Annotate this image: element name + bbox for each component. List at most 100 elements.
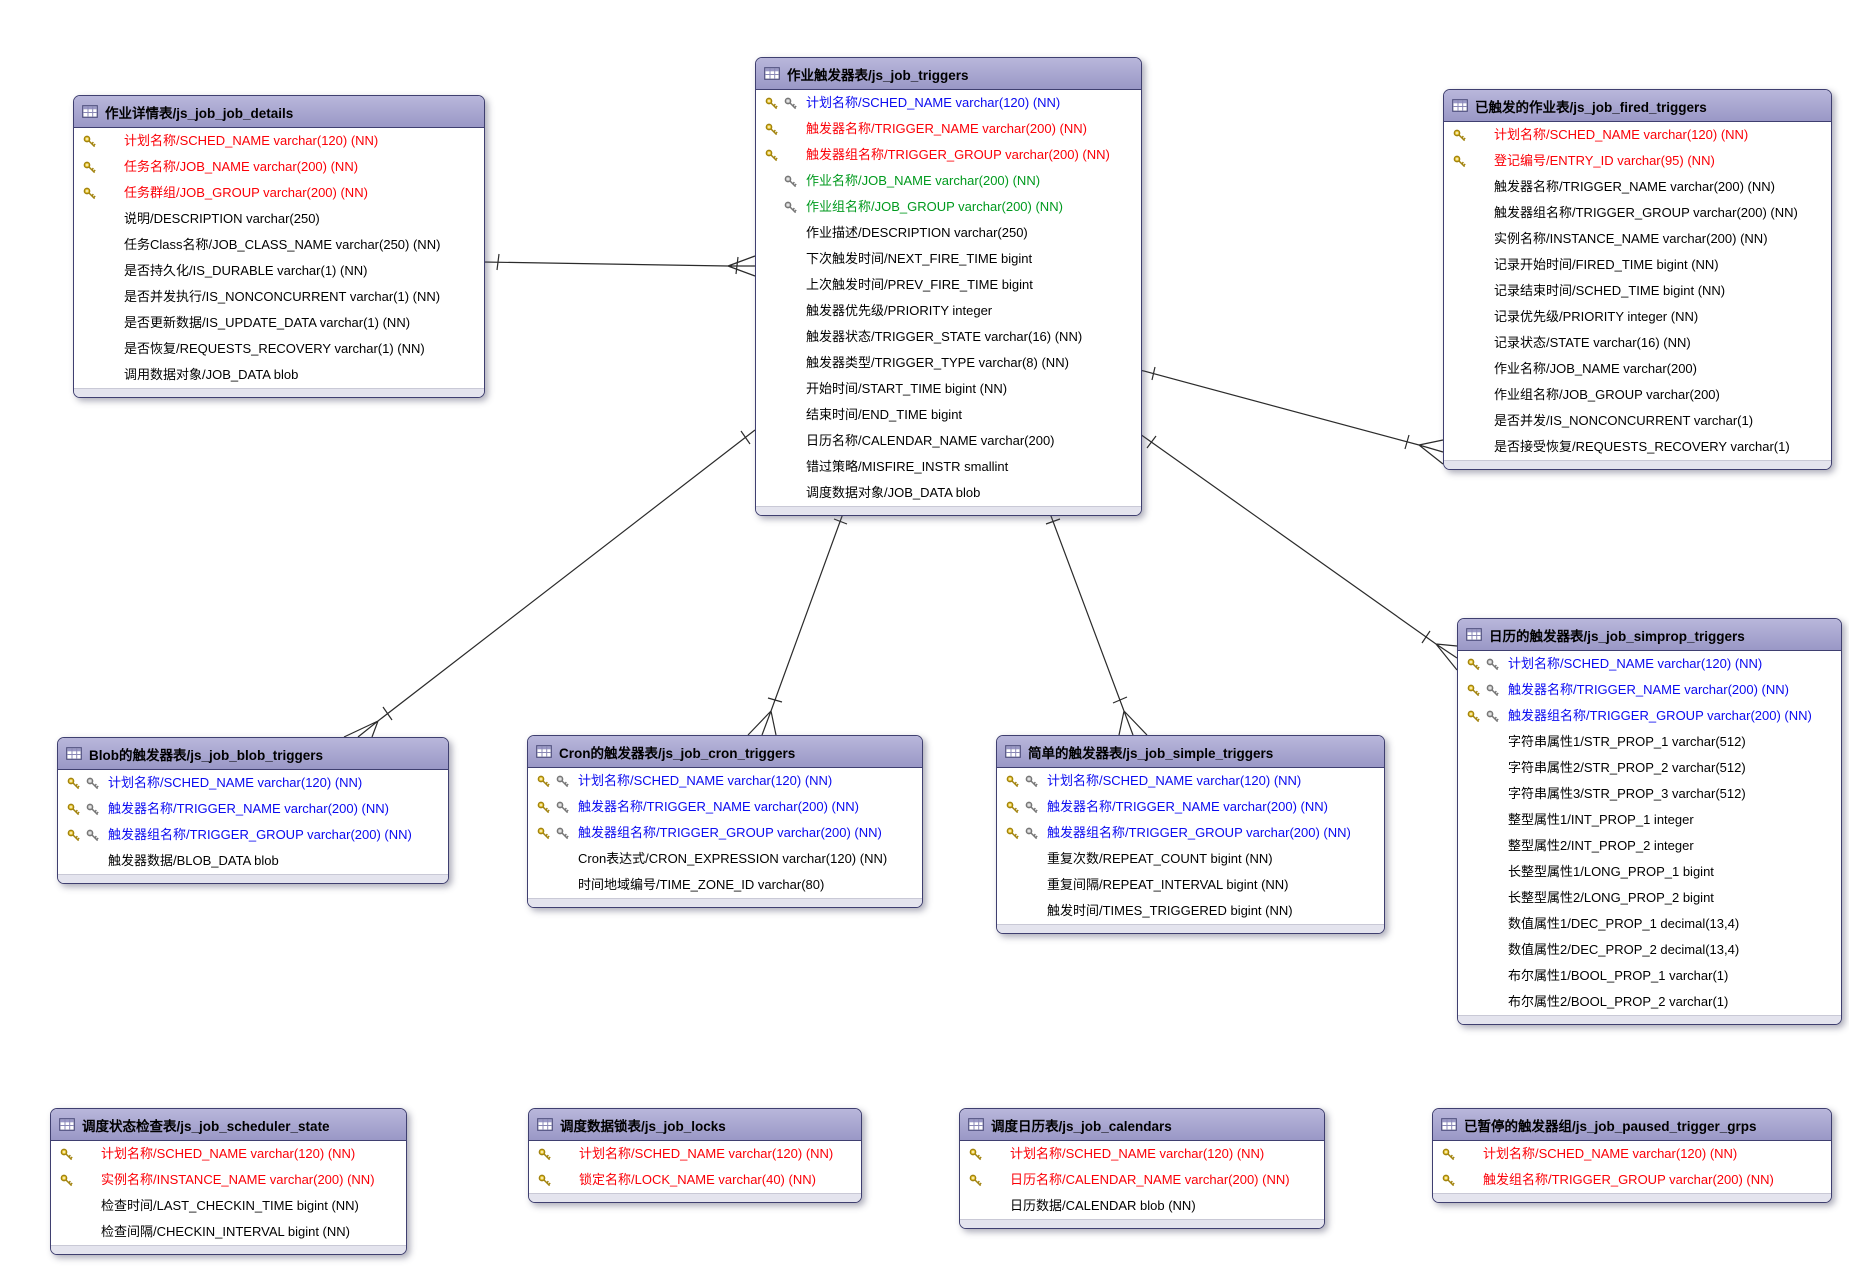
table-field[interactable]: 作业组名称/JOB_GROUP varchar(200) — [1444, 382, 1831, 408]
table-field[interactable]: 计划名称/SCHED_NAME varchar(120) (NN) — [1458, 651, 1841, 677]
table-field[interactable]: 计划名称/SCHED_NAME varchar(120) (NN) — [1444, 122, 1831, 148]
relationship-triggers-fired-triggers[interactable] — [1139, 366, 1444, 465]
table-field[interactable]: 计划名称/SCHED_NAME varchar(120) (NN) — [529, 1141, 861, 1167]
table-field[interactable]: 任务Class名称/JOB_CLASS_NAME varchar(250) (N… — [74, 232, 484, 258]
table-header[interactable]: 简单的触发器表/js_job_simple_triggers — [997, 736, 1384, 768]
table-field[interactable]: 计划名称/SCHED_NAME varchar(120) (NN) — [1433, 1141, 1831, 1167]
table-field[interactable]: 触发时间/TIMES_TRIGGERED bigint (NN) — [997, 898, 1384, 924]
table-field[interactable]: 触发组名称/TRIGGER_GROUP varchar(200) (NN) — [1433, 1167, 1831, 1193]
table-field[interactable]: 触发器组名称/TRIGGER_GROUP varchar(200) (NN) — [1458, 703, 1841, 729]
table-field[interactable]: 整型属性1/INT_PROP_1 integer — [1458, 807, 1841, 833]
table-field[interactable]: 触发器名称/TRIGGER_NAME varchar(200) (NN) — [1458, 677, 1841, 703]
table-field[interactable]: 触发器状态/TRIGGER_STATE varchar(16) (NN) — [756, 324, 1141, 350]
table-header[interactable]: 调度日历表/js_job_calendars — [960, 1109, 1324, 1141]
table-field[interactable]: Cron表达式/CRON_EXPRESSION varchar(120) (NN… — [528, 846, 922, 872]
relationship-job-details-triggers[interactable] — [482, 253, 756, 277]
table-field[interactable]: 检查时间/LAST_CHECKIN_TIME bigint (NN) — [51, 1193, 406, 1219]
relationship-triggers-blob-triggers[interactable] — [343, 429, 756, 738]
table-field[interactable]: 触发器名称/TRIGGER_NAME varchar(200) (NN) — [997, 794, 1384, 820]
table-field[interactable]: 字符串属性2/STR_PROP_2 varchar(512) — [1458, 755, 1841, 781]
table-field[interactable]: 登记编号/ENTRY_ID varchar(95) (NN) — [1444, 148, 1831, 174]
table-field[interactable]: 记录结束时间/SCHED_TIME bigint (NN) — [1444, 278, 1831, 304]
table-field[interactable]: 是否并发执行/IS_NONCONCURRENT varchar(1) (NN) — [74, 284, 484, 310]
table-field[interactable]: 调用数据对象/JOB_DATA blob — [74, 362, 484, 388]
table-field[interactable]: 实例名称/INSTANCE_NAME varchar(200) (NN) — [51, 1167, 406, 1193]
table-field[interactable]: 长整型属性1/LONG_PROP_1 bigint — [1458, 859, 1841, 885]
table-field[interactable]: 作业描述/DESCRIPTION varchar(250) — [756, 220, 1141, 246]
table-field[interactable]: 触发器名称/TRIGGER_NAME varchar(200) (NN) — [528, 794, 922, 820]
table-field[interactable]: 触发器名称/TRIGGER_NAME varchar(200) (NN) — [58, 796, 448, 822]
table-field[interactable]: 记录状态/STATE varchar(16) (NN) — [1444, 330, 1831, 356]
table-field[interactable]: 触发器优先级/PRIORITY integer — [756, 298, 1141, 324]
table-field[interactable]: 布尔属性1/BOOL_PROP_1 varchar(1) — [1458, 963, 1841, 989]
table-header[interactable]: 日历的触发器表/js_job_simprop_triggers — [1458, 619, 1841, 651]
relationship-triggers-simple-triggers[interactable] — [1045, 507, 1148, 736]
table-field[interactable]: 上次触发时间/PREV_FIRE_TIME bigint — [756, 272, 1141, 298]
table-field[interactable]: 触发器组名称/TRIGGER_GROUP varchar(200) (NN) — [58, 822, 448, 848]
table-header[interactable]: 调度数据锁表/js_job_locks — [529, 1109, 861, 1141]
table-field[interactable]: 作业组名称/JOB_GROUP varchar(200) (NN) — [756, 194, 1141, 220]
table-field[interactable]: 任务群组/JOB_GROUP varchar(200) (NN) — [74, 180, 484, 206]
table-header[interactable]: 调度状态检查表/js_job_scheduler_state — [51, 1109, 406, 1141]
table-field[interactable]: 开始时间/START_TIME bigint (NN) — [756, 376, 1141, 402]
table-field[interactable]: 实例名称/INSTANCE_NAME varchar(200) (NN) — [1444, 226, 1831, 252]
table-field[interactable]: 是否恢复/REQUESTS_RECOVERY varchar(1) (NN) — [74, 336, 484, 362]
table-field[interactable]: 整型属性2/INT_PROP_2 integer — [1458, 833, 1841, 859]
table-field[interactable]: 日历名称/CALENDAR_NAME varchar(200) (NN) — [960, 1167, 1324, 1193]
table-field[interactable]: 触发器组名称/TRIGGER_GROUP varchar(200) (NN) — [528, 820, 922, 846]
relationship-triggers-simprop-triggers[interactable] — [1139, 433, 1458, 671]
table-field[interactable]: 错过策略/MISFIRE_INSTR smallint — [756, 454, 1141, 480]
table-field[interactable]: 作业名称/JOB_NAME varchar(200) — [1444, 356, 1831, 382]
table-header[interactable]: 作业触发器表/js_job_triggers — [756, 58, 1141, 90]
table-field[interactable]: 触发器类型/TRIGGER_TYPE varchar(8) (NN) — [756, 350, 1141, 376]
table-field[interactable]: 触发器组名称/TRIGGER_GROUP varchar(200) (NN) — [756, 142, 1141, 168]
table-header[interactable]: 已触发的作业表/js_job_fired_triggers — [1444, 90, 1831, 122]
table-field[interactable]: 重复次数/REPEAT_COUNT bigint (NN) — [997, 846, 1384, 872]
table-field[interactable]: 长整型属性2/LONG_PROP_2 bigint — [1458, 885, 1841, 911]
table-field[interactable]: 计划名称/SCHED_NAME varchar(120) (NN) — [528, 768, 922, 794]
table-field[interactable]: 字符串属性1/STR_PROP_1 varchar(512) — [1458, 729, 1841, 755]
table-header[interactable]: 已暂停的触发器组/js_job_paused_trigger_grps — [1433, 1109, 1831, 1141]
table-field[interactable]: 说明/DESCRIPTION varchar(250) — [74, 206, 484, 232]
table-field[interactable]: 数值属性1/DEC_PROP_1 decimal(13,4) — [1458, 911, 1841, 937]
table-field[interactable]: 日历名称/CALENDAR_NAME varchar(200) — [756, 428, 1141, 454]
table-field[interactable]: 锁定名称/LOCK_NAME varchar(40) (NN) — [529, 1167, 861, 1193]
table-field[interactable]: 触发器名称/TRIGGER_NAME varchar(200) (NN) — [1444, 174, 1831, 200]
table-header[interactable]: Blob的触发器表/js_job_blob_triggers — [58, 738, 448, 770]
table-field[interactable]: 触发器数据/BLOB_DATA blob — [58, 848, 448, 874]
table-field[interactable]: 计划名称/SCHED_NAME varchar(120) (NN) — [51, 1141, 406, 1167]
table-field[interactable]: 日历数据/CALENDAR blob (NN) — [960, 1193, 1324, 1219]
table-field[interactable]: 结束时间/END_TIME bigint — [756, 402, 1141, 428]
table-field[interactable]: 记录优先级/PRIORITY integer (NN) — [1444, 304, 1831, 330]
table-field[interactable]: 计划名称/SCHED_NAME varchar(120) (NN) — [58, 770, 448, 796]
table-field[interactable]: 是否持久化/IS_DURABLE varchar(1) (NN) — [74, 258, 484, 284]
table-field[interactable]: 任务名称/JOB_NAME varchar(200) (NN) — [74, 154, 484, 180]
table-field[interactable]: 布尔属性2/BOOL_PROP_2 varchar(1) — [1458, 989, 1841, 1015]
table-field[interactable]: 触发器名称/TRIGGER_NAME varchar(200) (NN) — [756, 116, 1141, 142]
table-field[interactable]: 触发器组名称/TRIGGER_GROUP varchar(200) (NN) — [997, 820, 1384, 846]
table-field[interactable]: 重复间隔/REPEAT_INTERVAL bigint (NN) — [997, 872, 1384, 898]
table-field[interactable]: 下次触发时间/NEXT_FIRE_TIME bigint — [756, 246, 1141, 272]
table-field[interactable]: 调度数据对象/JOB_DATA blob — [756, 480, 1141, 506]
table-header[interactable]: 作业详情表/js_job_job_details — [74, 96, 484, 128]
table-field[interactable]: 时间地域编号/TIME_ZONE_ID varchar(80) — [528, 872, 922, 898]
table-field[interactable]: 记录开始时间/FIRED_TIME bigint (NN) — [1444, 252, 1831, 278]
table-field[interactable]: 数值属性2/DEC_PROP_2 decimal(13,4) — [1458, 937, 1841, 963]
table-field[interactable]: 触发器组名称/TRIGGER_GROUP varchar(200) (NN) — [1444, 200, 1831, 226]
table-field[interactable]: 计划名称/SCHED_NAME varchar(120) (NN) — [74, 128, 484, 154]
table-field[interactable]: 检查间隔/CHECKIN_INTERVAL bigint (NN) — [51, 1219, 406, 1245]
table-field[interactable]: 计划名称/SCHED_NAME varchar(120) (NN) — [960, 1141, 1324, 1167]
table-field[interactable]: 计划名称/SCHED_NAME varchar(120) (NN) — [756, 90, 1141, 116]
relationship-triggers-cron-triggers[interactable] — [747, 507, 848, 736]
table-field[interactable]: 字符串属性3/STR_PROP_3 varchar(512) — [1458, 781, 1841, 807]
